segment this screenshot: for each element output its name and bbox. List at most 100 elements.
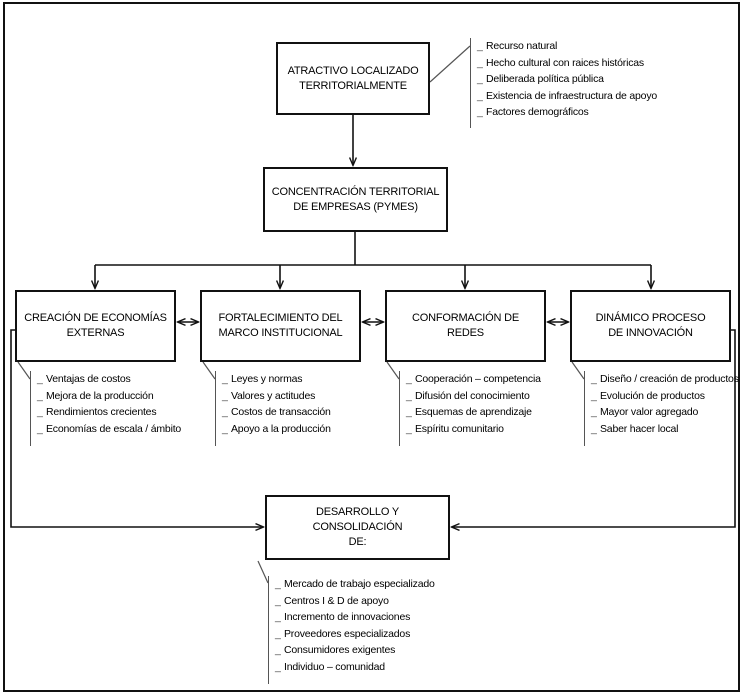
annotation-item-label: Valores y actitudes [231,389,316,402]
annotation-item-label: Existencia de infraestructura de apoyo [486,89,658,102]
annotation-item-label: Diseño / creación de productos [600,373,739,385]
annotation-bullet: _ [591,422,597,435]
annotation-item-label: Leyes y normas [231,373,303,385]
annotation-item-label: Deliberada política pública [486,73,604,85]
annotation-item: _Existencia de infraestructura de apoyo [477,88,657,105]
node-creacion-economias-externas[interactable]: CREACIÓN DE ECONOMÍAS EXTERNAS [15,290,176,362]
annotation-item: _Mayor valor agregado [591,404,739,421]
annotation-bullet: _ [275,594,281,607]
annotation-bullet: _ [591,389,597,402]
annotation-bullet: _ [477,56,483,69]
annotation-bullet: _ [477,89,483,102]
annotation-item-label: Individuo – comunidad [284,660,385,673]
annotation-item-label: Rendimientos crecientes [46,406,157,418]
node-economias-label: CREACIÓN DE ECONOMÍAS EXTERNAS [24,312,167,339]
annotation-item: _Recurso natural [477,38,657,55]
annotation-item: _Costos de transacción [222,404,331,421]
annotation-bullet: _ [477,106,483,118]
annotation-item: _Diseño / creación de productos [591,371,739,388]
annotation-bullet: _ [222,389,228,402]
annotation-bullet: _ [37,422,43,435]
annotation-item: _Factores demográficos [477,104,657,121]
annotation-bullet: _ [406,406,412,418]
annotation-item: _Hecho cultural con raices históricas [477,55,657,72]
annotation-item: _Rendimientos crecientes [37,404,181,421]
annotation-item-label: Evolución de productos [600,389,705,402]
annotation-bullet: _ [37,373,43,385]
annotation-bullet: _ [591,406,597,418]
annotation-item: _Valores y actitudes [222,388,331,405]
annotation-item: _Saber hacer local [591,421,739,438]
annotation-list-desarrollo: _Mercado de trabajo especializado_Centro… [268,576,435,684]
node-fortalecimiento-marco-institucional[interactable]: FORTALECIMIENTO DEL MARCO INSTITUCIONAL [200,290,361,362]
node-innovacion-label: DINÁMICO PROCESO DE INNOVACIÓN [595,312,706,339]
annotation-item-label: Esquemas de aprendizaje [415,406,532,418]
annotation-item-label: Hecho cultural con raices históricas [486,56,644,69]
annotation-item: _Esquemas de aprendizaje [406,404,541,421]
annotation-item-label: Proveedores especializados [284,627,411,640]
annotation-item: _Mejora de la producción [37,388,181,405]
node-desarrollo-consolidacion[interactable]: DESARROLLO Y CONSOLIDACIÓN DE: [265,495,450,560]
annotation-item: _Incremento de innovaciones [275,609,435,626]
annotation-bullet: _ [275,644,281,656]
annotation-bullet: _ [222,422,228,435]
annotation-item: _Centros I & D de apoyo [275,593,435,610]
annotation-item: _Leyes y normas [222,371,331,388]
node-desarrollo-label: DESARROLLO Y CONSOLIDACIÓN DE: [312,506,403,548]
annotation-item-label: Apoyo a la producción [231,422,331,435]
annotation-item-label: Ventajas de costos [46,373,131,385]
annotation-bullet: _ [477,73,483,85]
annotation-bullet: _ [222,406,228,418]
annotation-item: _Deliberada política pública [477,71,657,88]
annotation-item-label: Mayor valor agregado [600,406,699,418]
annotation-bullet: _ [37,406,43,418]
annotation-bullet: _ [406,422,412,435]
annotation-bullet: _ [591,373,597,385]
annotation-list-atractivo: _Recurso natural_Hecho cultural con raic… [470,38,657,128]
annotation-item: _Apoyo a la producción [222,421,331,438]
annotation-bullet: _ [275,578,281,590]
node-marco-label: FORTALECIMIENTO DEL MARCO INSTITUCIONAL [218,312,343,339]
annotation-bullet: _ [406,389,412,402]
node-atractivo-label: ATRACTIVO LOCALIZADO TERRITORIALMENTE [287,64,419,92]
annotation-item-label: Mejora de la producción [46,389,154,402]
node-dinamico-proceso-innovacion[interactable]: DINÁMICO PROCESO DE INNOVACIÓN [570,290,731,362]
node-conformacion-de-redes[interactable]: CONFORMACIÓN DE REDES [385,290,546,362]
annotation-item-label: Factores demográficos [486,106,589,118]
annotation-item: _Individuo – comunidad [275,659,435,676]
node-atractivo-localizado[interactable]: ATRACTIVO LOCALIZADO TERRITORIALMENTE [276,42,430,115]
annotation-item-label: Mercado de trabajo especializado [284,578,435,590]
annotation-item-label: Costos de transacción [231,406,331,418]
node-redes-label: CONFORMACIÓN DE REDES [411,312,519,339]
annotation-item: _Cooperación – competencia [406,371,541,388]
node-concentracion-label: CONCENTRACIÓN TERRITORIAL DE EMPRESAS (P… [271,185,440,213]
annotation-item-label: Centros I & D de apoyo [284,594,389,607]
annotation-list-innovacion: _Diseño / creación de productos_Evolució… [584,371,739,446]
annotation-bullet: _ [406,373,412,385]
annotation-bullet: _ [222,373,228,385]
annotation-bullet: _ [477,40,483,52]
annotation-list-marco: _Leyes y normas_Valores y actitudes_Cost… [215,371,331,446]
annotation-bullet: _ [275,611,281,623]
node-concentracion-territorial[interactable]: CONCENTRACIÓN TERRITORIAL DE EMPRESAS (P… [263,167,448,232]
annotation-item: _Ventajas de costos [37,371,181,388]
annotation-item-label: Cooperación – competencia [415,373,541,385]
annotation-item-label: Recurso natural [486,40,558,52]
annotation-item-label: Difusión del conocimiento [415,389,530,402]
diagram-outer-frame [3,2,740,692]
annotation-item: _Mercado de trabajo especializado [275,576,435,593]
annotation-item: _Evolución de productos [591,388,739,405]
annotation-item: _Proveedores especializados [275,626,435,643]
annotation-list-economias: _Ventajas de costos_Mejora de la producc… [30,371,181,446]
annotation-item: _Consumidores exigentes [275,642,435,659]
annotation-item: _Espíritu comunitario [406,421,541,438]
annotation-list-redes: _Cooperación – competencia_Difusión del … [399,371,541,446]
annotation-item-label: Saber hacer local [600,422,679,435]
annotation-item-label: Espíritu comunitario [415,422,504,435]
annotation-item: _Economías de escala / ámbito [37,421,181,438]
annotation-item-label: Consumidores exigentes [284,644,396,656]
annotation-item-label: Incremento de innovaciones [284,611,411,623]
annotation-item: _Difusión del conocimiento [406,388,541,405]
annotation-bullet: _ [37,389,43,402]
